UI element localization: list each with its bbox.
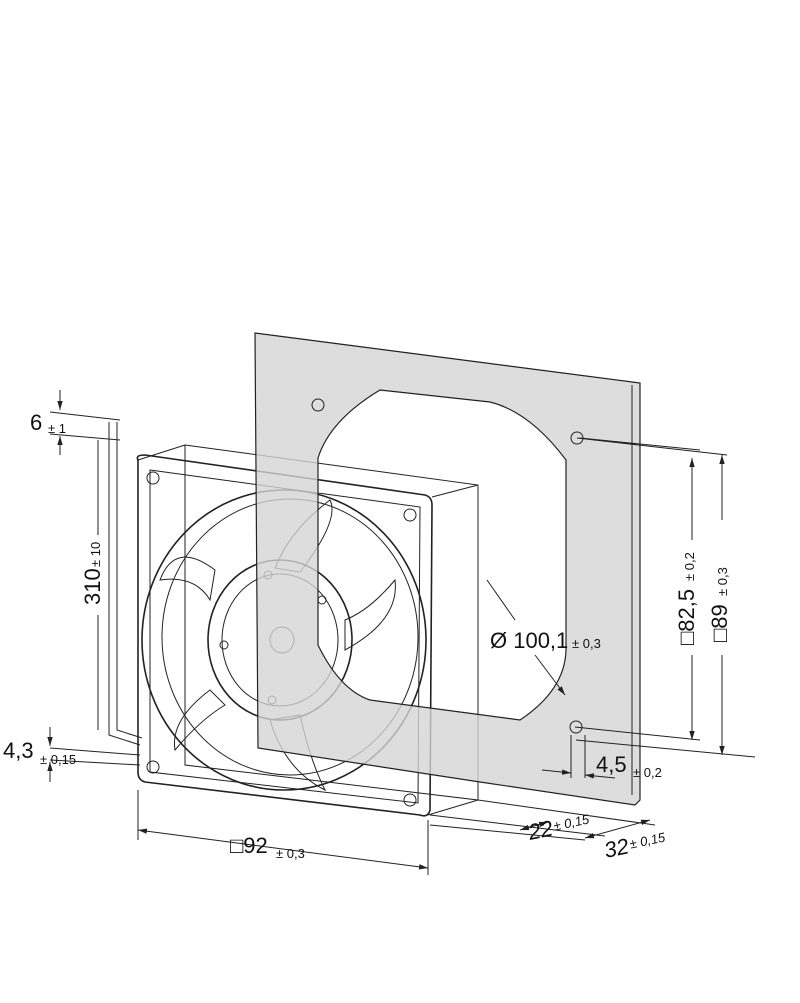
svg-text:± 0,3: ± 0,3 <box>715 567 730 596</box>
svg-text:± 0,15: ± 0,15 <box>628 829 667 851</box>
dim-frame-width: □92 <box>230 833 268 858</box>
dim-fan-depth: 32 <box>602 833 631 863</box>
mounting-hole-icon <box>146 471 160 485</box>
svg-text:± 0,2: ± 0,2 <box>633 765 662 780</box>
dim-lead-offset: 4,3 <box>3 738 34 763</box>
svg-text:± 0,15: ± 0,15 <box>552 811 591 833</box>
mounting-hole-icon <box>403 508 417 522</box>
dim-cutout-diameter: Ø 100,1 <box>490 628 568 653</box>
dim-hole-spacing: □82,5 <box>674 589 699 645</box>
panel-hole-icon <box>311 398 325 412</box>
mounting-hole-icon <box>146 760 160 774</box>
mounting-hole-icon <box>403 793 417 807</box>
dim-hole-diameter: 4,5 <box>596 752 627 777</box>
dim-flange-depth: 22 <box>525 815 555 845</box>
fan-blades <box>159 499 396 792</box>
dim-panel-square: □89 <box>707 604 732 642</box>
dim-lead-strip: 6 <box>30 410 42 435</box>
dimension-lines <box>47 390 756 875</box>
svg-text:± 0,3: ± 0,3 <box>276 846 305 861</box>
svg-text:± 10: ± 10 <box>88 542 103 567</box>
svg-text:± 0,3: ± 0,3 <box>572 636 601 651</box>
mounting-panel <box>254 332 641 806</box>
dimension-labels: 6 ± 1 310 ± 10 4,3 ± 0,15 □92 ± 0,3 Ø 10… <box>3 410 732 863</box>
lead-wires <box>108 422 143 746</box>
svg-text:± 0,2: ± 0,2 <box>682 552 697 581</box>
fan-front-frame <box>136 454 433 817</box>
panel-hole-icon <box>569 720 583 734</box>
svg-text:± 0,15: ± 0,15 <box>40 752 76 767</box>
dim-lead-length: 310 <box>80 568 105 605</box>
svg-text:± 1: ± 1 <box>48 421 66 436</box>
